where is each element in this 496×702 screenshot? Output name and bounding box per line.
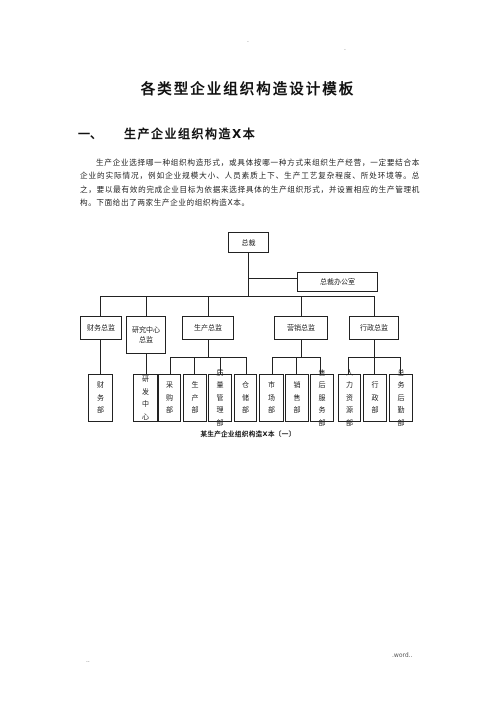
- connector: [301, 340, 302, 357]
- connector: [296, 357, 297, 374]
- connector: [194, 357, 195, 374]
- connector: [170, 357, 247, 358]
- header-dot-left: .: [247, 37, 249, 44]
- org-box-logistics-dept: 总务后勤部: [389, 369, 413, 427]
- connector: [248, 278, 297, 279]
- org-box-market-dept: 市场部: [259, 374, 284, 422]
- org-label: 研发中心: [142, 375, 149, 421]
- connector: [100, 340, 101, 374]
- org-label: 财务部: [97, 381, 104, 415]
- org-box-production-dept: 生产部: [183, 374, 207, 422]
- org-label: 财务总监: [87, 324, 115, 332]
- header-dot-right: .: [344, 45, 346, 52]
- connector: [146, 354, 147, 374]
- org-label: 行政部: [371, 381, 379, 415]
- footer-word-mark: .word..: [392, 652, 413, 659]
- connector: [248, 253, 249, 282]
- connector: [100, 296, 101, 316]
- connector: [100, 296, 375, 297]
- org-box-rnd-director: 研究中心总监: [126, 316, 166, 354]
- org-box-marketing-director: 营销总监: [274, 316, 328, 340]
- org-box-sales-dept: 销售部: [285, 374, 309, 422]
- org-label: 生产总监: [194, 324, 222, 332]
- org-box-admin-dept: 行政部: [363, 374, 387, 422]
- org-label: 研究中心总监: [132, 326, 160, 344]
- connector: [374, 340, 375, 357]
- org-box-finance-director: 财务总监: [80, 316, 122, 340]
- org-box-president-office: 总裁办公室: [297, 272, 378, 292]
- connector: [348, 357, 349, 374]
- org-box-hr-dept: 人力资源部: [338, 369, 361, 427]
- intro-paragraph-text: 生产企业选择哪一种组织构造形式，或具体按哪一种方式来组织生产经营，一定要结合本企…: [80, 158, 420, 208]
- footer-left-mark: ..: [86, 657, 90, 664]
- org-box-finance-dept: 财务部: [88, 374, 113, 422]
- org-box-quality-dept: 质量管理部: [208, 369, 232, 427]
- connector: [374, 296, 375, 316]
- connector: [220, 357, 221, 374]
- section-title: 生产企业组织构造X本: [124, 127, 257, 141]
- connector: [246, 357, 247, 374]
- org-label: 市场部: [268, 381, 275, 415]
- chart-caption: 某生产企业组织构造X本〔一〕: [200, 430, 296, 438]
- connector: [146, 296, 147, 316]
- document-title: 各类型企业组织构造设计模板: [140, 82, 356, 98]
- org-label: 总务后勤部: [397, 368, 405, 427]
- org-label: 行政总监: [360, 324, 388, 332]
- org-label: 生产部: [191, 381, 199, 415]
- org-label: 营销总监: [287, 324, 315, 332]
- org-label: 总裁: [241, 238, 256, 247]
- connector: [208, 296, 209, 316]
- org-box-aftersales-dept: 售后服务部: [310, 369, 334, 427]
- org-box-production-director: 生产总监: [182, 316, 234, 340]
- connector: [320, 357, 321, 374]
- connector: [400, 357, 401, 374]
- org-label: 销售部: [293, 381, 301, 415]
- org-box-warehouse-dept: 仓储部: [234, 374, 257, 422]
- connector: [208, 340, 209, 357]
- connector: [170, 357, 171, 374]
- org-label: 采购部: [166, 381, 173, 415]
- org-box-purchasing-dept: 采购部: [158, 374, 181, 422]
- intro-paragraph: 生产企业选择哪一种组织构造形式，或具体按哪一种方式来组织生产经营，一定要结合本企…: [80, 156, 420, 210]
- org-box-rnd-center: 研发中心: [133, 374, 158, 422]
- connector: [272, 357, 273, 374]
- connector: [374, 357, 375, 374]
- connector: [301, 296, 302, 316]
- connector: [248, 282, 249, 296]
- org-label: 总裁办公室: [320, 278, 355, 286]
- org-box-president: 总裁: [228, 232, 269, 253]
- org-label: 人力资源部: [346, 368, 353, 427]
- org-label: 质量管理部: [216, 368, 224, 427]
- org-label: 仓储部: [242, 381, 249, 415]
- org-label: 售后服务部: [318, 368, 326, 427]
- section-number: 一、: [78, 127, 103, 141]
- org-box-admin-director: 行政总监: [349, 316, 399, 340]
